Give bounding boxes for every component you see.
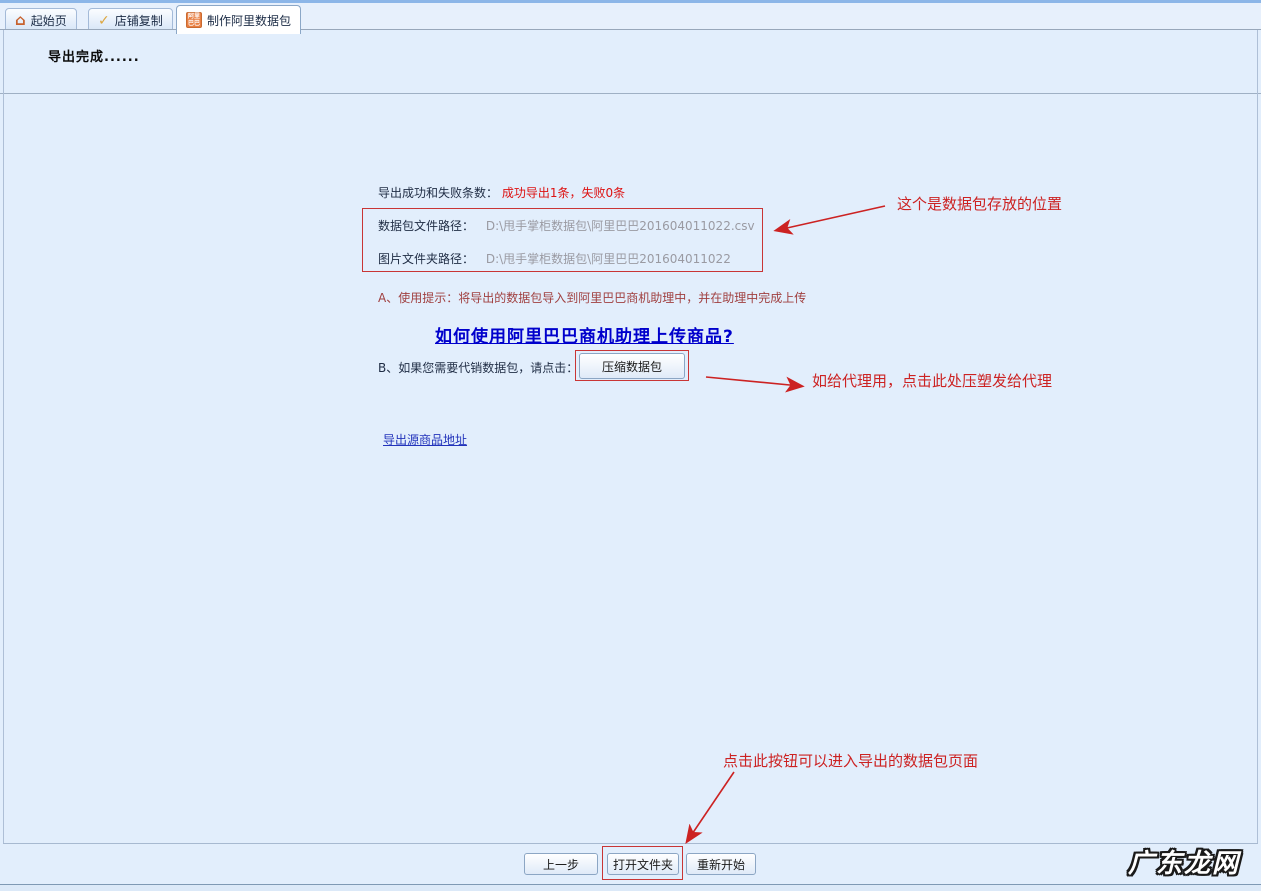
path-highlight-box xyxy=(362,208,763,272)
usage-tip-a: A、使用提示：将导出的数据包导入到阿里巴巴商机助理中，并在助理中完成上传 xyxy=(378,291,807,305)
annotation-open-note: 点击此按钮可以进入导出的数据包页面 xyxy=(723,752,979,770)
page-bottom-strip xyxy=(0,885,1261,891)
export-result-row: 导出成功和失败条数： 成功导出1条，失败0条 xyxy=(378,184,625,201)
usage-tip-b: B、如果您需要代销数据包，请点击： xyxy=(378,361,579,375)
arrow-to-compress-note xyxy=(705,376,805,393)
panel-border-right xyxy=(1257,30,1258,884)
previous-step-button[interactable]: 上一步 xyxy=(524,853,598,875)
tab-shop-copy[interactable]: ✓ 店铺复制 xyxy=(88,8,173,33)
compress-highlight-box xyxy=(575,350,689,381)
tab-bar: ⌂ 起始页 ✓ 店铺复制 阿里 巴巴 制作阿里数据包 xyxy=(0,3,1261,34)
image-path-label: 图片文件夹路径： xyxy=(378,252,475,266)
package-path-label: 数据包文件路径： xyxy=(378,219,475,233)
tab-label: 店铺复制 xyxy=(114,14,163,28)
export-status-text: 导出完成...... xyxy=(48,50,140,65)
open-folder-button[interactable]: 打开文件夹 xyxy=(607,853,679,875)
result-count-value: 成功导出1条，失败0条 xyxy=(501,186,626,200)
export-source-link[interactable]: 导出源商品地址 xyxy=(383,433,468,447)
tab-start-page[interactable]: ⌂ 起始页 xyxy=(5,8,77,33)
home-icon: ⌂ xyxy=(15,11,26,29)
tab-make-ali-package[interactable]: 阿里 巴巴 制作阿里数据包 xyxy=(176,5,302,34)
annotation-path-note: 这个是数据包存放的位置 xyxy=(897,195,1063,213)
footer-divider xyxy=(3,843,1258,844)
alibaba-icon: 阿里 巴巴 xyxy=(186,12,202,28)
annotation-compress-note: 如给代理用，点击此处压塑发给代理 xyxy=(812,372,1053,390)
image-path-row: 图片文件夹路径： D:\甩手掌柜数据包\阿里巴巴201604011022 xyxy=(378,250,731,267)
check-icon: ✓ xyxy=(98,12,110,29)
compress-package-button[interactable]: 压缩数据包 xyxy=(579,353,685,379)
watermark-text: 广东龙网 xyxy=(1128,849,1241,879)
arrow-to-path-box xyxy=(773,205,886,235)
restart-button[interactable]: 重新开始 xyxy=(686,853,756,875)
package-path-value: D:\甩手掌柜数据包\阿里巴巴201604011022.csv xyxy=(485,219,755,233)
header-divider xyxy=(0,93,1261,94)
tabbar-divider xyxy=(0,29,1261,30)
window-top-strip xyxy=(0,0,1261,3)
panel-border-left xyxy=(3,30,4,884)
page-bottom-border xyxy=(0,884,1261,885)
image-path-value: D:\甩手掌柜数据包\阿里巴巴201604011022 xyxy=(485,252,731,266)
tab-label: 起始页 xyxy=(30,14,67,28)
package-path-row: 数据包文件路径： D:\甩手掌柜数据包\阿里巴巴201604011022.csv xyxy=(378,217,755,234)
help-upload-link[interactable]: 如何使用阿里巴巴商机助理上传商品? xyxy=(435,327,734,347)
result-count-label: 导出成功和失败条数： xyxy=(378,186,499,200)
alibaba-icon-text: 阿里 xyxy=(187,13,200,20)
tab-label: 制作阿里数据包 xyxy=(207,13,292,28)
alibaba-icon-text: 巴巴 xyxy=(187,20,200,27)
header-band: 导出完成...... xyxy=(0,30,1261,93)
open-folder-highlight-box xyxy=(602,846,683,880)
arrow-to-open-folder-button xyxy=(685,771,735,844)
